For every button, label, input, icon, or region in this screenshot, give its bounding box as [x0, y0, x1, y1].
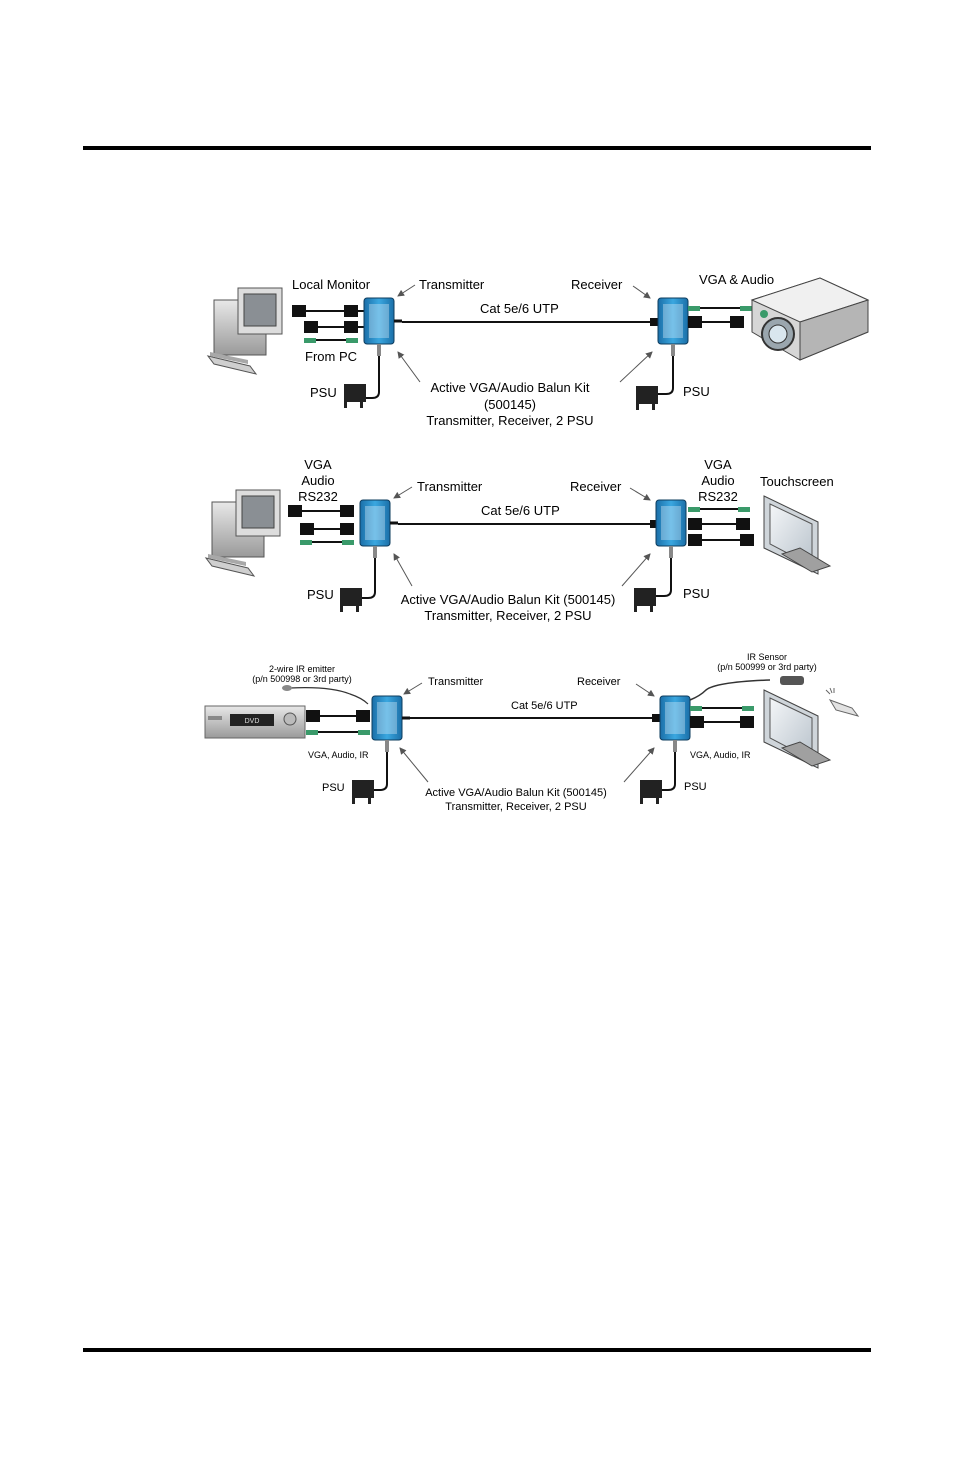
psu-right-icon	[640, 752, 676, 804]
cable-label: Cat 5e/6 UTP	[480, 301, 559, 316]
kit-label-line1: Active VGA/Audio Balun Kit	[431, 380, 590, 395]
kit-pointer-left	[397, 351, 421, 383]
kit-label-line1: Active VGA/Audio Balun Kit (500145)	[425, 787, 607, 799]
receiver-pointer	[632, 285, 651, 299]
left-rs232-label: RS232	[298, 489, 338, 504]
kit-pointer-left	[393, 553, 413, 587]
vga-audio-label: VGA & Audio	[699, 272, 774, 287]
right-vga-label: VGA	[704, 457, 732, 472]
right-connectors	[689, 676, 804, 728]
cable-label: Cat 5e/6 UTP	[481, 503, 560, 518]
kit-pointer-right	[619, 351, 653, 383]
receiver-balun-icon	[652, 695, 691, 752]
kit-label-line2: (500145)	[484, 397, 536, 412]
receiver-label: Receiver	[577, 676, 621, 688]
diagram-vga-audio-rs232-touchscreen: VGA Audio RS232 Transmitter Receiver Cat…	[204, 457, 834, 623]
sensor-label-line1: IR Sensor	[747, 652, 787, 662]
transmitter-balun-icon	[363, 297, 402, 356]
psu-right-label: PSU	[683, 586, 710, 601]
kit-pointer-left	[399, 747, 429, 783]
sensor-label-line2: (p/n 500999 or 3rd party)	[717, 662, 817, 672]
transmitter-label: Transmitter	[417, 479, 483, 494]
pc-computer-icon	[206, 287, 283, 375]
header-rule	[83, 146, 871, 150]
psu-right-icon	[636, 356, 674, 410]
dvd-display-label: DVD	[245, 718, 260, 725]
left-vga-label: VGA	[304, 457, 332, 472]
touchscreen-icon	[763, 495, 832, 575]
receiver-output-cables	[688, 306, 752, 328]
left-audio-label: Audio	[301, 473, 334, 488]
psu-left-icon	[344, 356, 380, 408]
kit-pointer-right	[623, 747, 655, 783]
kit-label-line1: Active VGA/Audio Balun Kit (500145)	[401, 592, 616, 607]
receiver-balun-icon	[650, 297, 689, 356]
touchscreen-label: Touchscreen	[760, 474, 834, 489]
transmitter-pointer	[393, 486, 413, 499]
right-signals-label: VGA, Audio, IR	[690, 750, 751, 760]
kit-label-line2: Transmitter, Receiver, 2 PSU	[445, 801, 586, 813]
psu-left-label: PSU	[322, 782, 345, 794]
emitter-label-line2: (p/n 500998 or 3rd party)	[252, 674, 352, 684]
cable-label: Cat 5e/6 UTP	[511, 700, 578, 712]
ir-emitter-icon	[282, 685, 369, 705]
transmitter-label: Transmitter	[419, 277, 485, 292]
diagram-vga-audio-projector: Local Monitor Transmitter Receiver VGA &…	[206, 272, 870, 428]
projector-icon	[750, 277, 870, 361]
vga-connector-from-pc	[304, 321, 364, 333]
receiver-pointer	[629, 487, 651, 501]
transmitter-balun-icon	[359, 499, 398, 558]
left-connectors	[306, 710, 370, 735]
left-connectors	[288, 505, 354, 545]
pc-computer-icon	[204, 489, 281, 577]
left-signals-label: VGA, Audio, IR	[308, 750, 369, 760]
psu-left-icon	[340, 558, 376, 612]
receiver-pointer	[635, 683, 655, 697]
audio-connector	[304, 338, 358, 343]
kit-label-line3: Transmitter, Receiver, 2 PSU	[426, 413, 593, 428]
kit-label-line2: Transmitter, Receiver, 2 PSU	[424, 608, 591, 623]
transmitter-pointer	[403, 682, 423, 695]
psu-left-label: PSU	[310, 385, 337, 400]
vga-connector-local-monitor	[292, 305, 364, 317]
kit-pointer-right	[621, 553, 651, 587]
receiver-balun-icon	[650, 499, 687, 558]
psu-left-icon	[352, 752, 388, 804]
from-pc-label: From PC	[305, 349, 357, 364]
remote-control-icon	[825, 687, 860, 717]
receiver-label: Receiver	[571, 277, 623, 292]
right-connectors	[688, 507, 754, 546]
psu-right-label: PSU	[684, 781, 707, 793]
transmitter-balun-icon	[371, 695, 410, 752]
emitter-label-line1: 2-wire IR emitter	[269, 664, 335, 674]
diagram-vga-audio-ir-dvd: DVD	[204, 652, 860, 813]
dvd-player-icon: DVD	[204, 705, 306, 739]
local-monitor-label: Local Monitor	[292, 277, 371, 292]
transmitter-pointer	[397, 284, 416, 297]
psu-left-label: PSU	[307, 587, 334, 602]
display-icon	[763, 689, 832, 769]
transmitter-label: Transmitter	[428, 676, 484, 688]
right-audio-label: Audio	[701, 473, 734, 488]
psu-right-label: PSU	[683, 384, 710, 399]
right-rs232-label: RS232	[698, 489, 738, 504]
footer-rule	[83, 1348, 871, 1352]
receiver-label: Receiver	[570, 479, 622, 494]
psu-right-icon	[634, 558, 672, 612]
